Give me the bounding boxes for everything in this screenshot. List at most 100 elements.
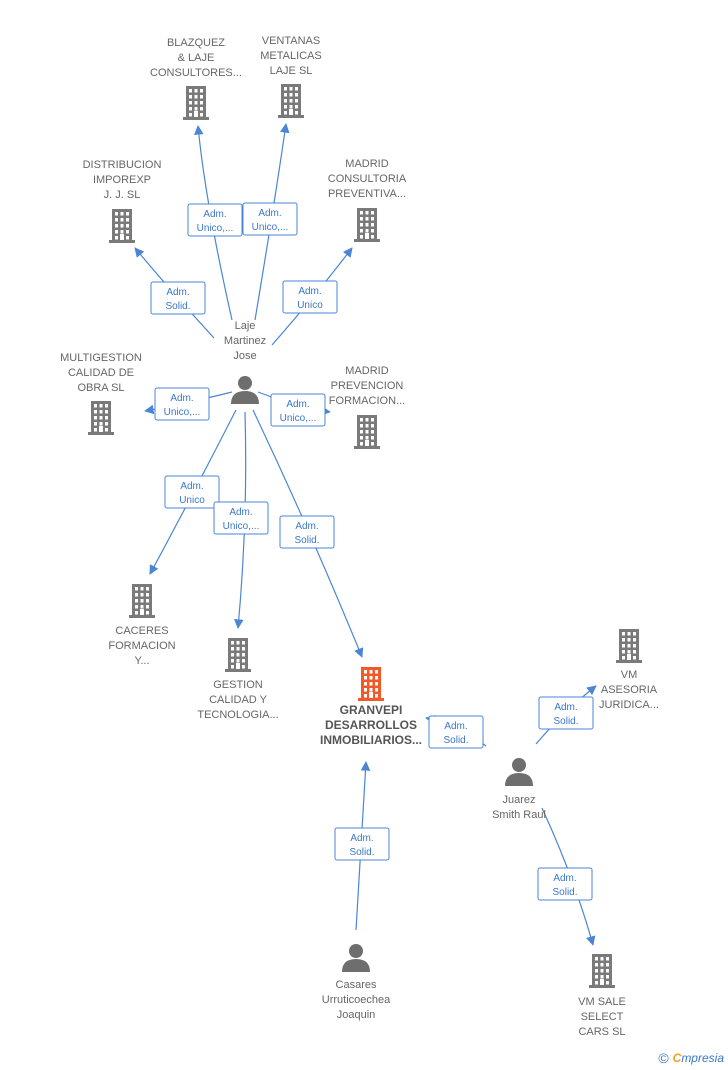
node-madrid_prevencion[interactable]: MADRIDPREVENCIONFORMACION... — [329, 365, 405, 449]
edge-label-box — [187, 203, 243, 237]
edge-label[interactable]: Adm. Solid. — [537, 867, 593, 901]
edge-label-text: Unico — [179, 495, 205, 506]
node-label: MADRID — [345, 365, 388, 377]
edge-label-text: Adm. — [295, 521, 318, 532]
edge-label-box — [279, 515, 335, 549]
node-label: & LAJE — [178, 52, 215, 64]
building-icon — [129, 584, 155, 618]
building-icon — [88, 401, 114, 435]
edge-label-box — [537, 867, 593, 901]
edge-label[interactable]: Adm. Unico,... — [213, 501, 269, 535]
edge-label-text: Adm. — [258, 208, 281, 219]
edge-label-box — [428, 715, 484, 749]
edge-label[interactable]: Adm.Solid. — [334, 827, 390, 861]
edge-label-box — [154, 387, 210, 421]
brand-name: mpresia — [681, 1051, 724, 1065]
node-label: Joaquin — [337, 1009, 376, 1021]
node-label: Smith Raul — [492, 809, 546, 821]
node-label: J. J. SL — [104, 189, 141, 201]
edge-label[interactable]: Adm.Unico,... — [270, 393, 326, 427]
edge-label-text: Solid. — [165, 301, 190, 312]
edge-label-box — [213, 501, 269, 535]
edge-label-text: Solid. — [294, 535, 319, 546]
copyright-icon: © — [658, 1050, 669, 1066]
edge-label-box — [282, 280, 338, 314]
edge-label[interactable]: Adm.Unico — [164, 475, 220, 509]
edge-label-text: Adm. — [554, 702, 577, 713]
node-label: CACERES — [115, 625, 168, 637]
building-icon — [183, 86, 209, 120]
edge-label-box — [334, 827, 390, 861]
edge-label[interactable]: Adm.Unico,... — [242, 202, 298, 236]
edge-label-text: Unico — [297, 300, 323, 311]
node-label: PREVENCION — [331, 380, 404, 392]
building-icon — [109, 209, 135, 243]
node-blazquez[interactable]: BLAZQUEZ& LAJECONSULTORES... — [150, 37, 242, 120]
node-label: CONSULTORIA — [328, 173, 407, 185]
edge-label-box — [270, 393, 326, 427]
edge-label-text: Solid. — [443, 735, 468, 746]
node-label: DESARROLLOS — [325, 718, 417, 732]
node-label: GESTION — [213, 679, 263, 691]
edge-label[interactable]: Adm.Solid. — [428, 715, 484, 749]
edge-label[interactable]: Adm.Unico — [282, 280, 338, 314]
node-label: Martinez — [224, 335, 266, 347]
node-granvepi[interactable]: GRANVEPIDESARROLLOSINMOBILIARIOS... — [320, 667, 422, 747]
edge-label-box — [538, 696, 594, 730]
brand-footer[interactable]: © Cmpresia — [658, 1050, 724, 1066]
edge-label-text: Unico,... — [197, 223, 234, 234]
edge-label-text: Adm. — [170, 393, 193, 404]
node-label: JURIDICA... — [599, 699, 659, 711]
edge-label[interactable]: Adm. Unico,... — [154, 387, 210, 421]
node-label: Urruticoechea — [322, 994, 391, 1006]
node-label: CARS SL — [578, 1026, 625, 1038]
person-icon — [231, 376, 259, 404]
node-label: Casares — [336, 979, 377, 991]
building-icon — [278, 84, 304, 118]
node-label: LAJE SL — [270, 65, 313, 77]
node-label: CALIDAD Y — [209, 694, 268, 706]
edge-label-box — [164, 475, 220, 509]
node-label: INMOBILIARIOS... — [320, 733, 422, 747]
building-icon — [358, 667, 384, 701]
edge-label[interactable]: Adm.Solid. — [538, 696, 594, 730]
edge-label-text: Unico,... — [223, 521, 260, 532]
node-caceres[interactable]: CACERES FORMACION Y... — [108, 584, 176, 667]
node-label: MULTIGESTION — [60, 352, 142, 364]
edge-label-text: Adm. — [203, 209, 226, 220]
node-label: Y... — [134, 655, 149, 667]
node-label: PREVENTIVA... — [328, 188, 406, 200]
edge-label-text: Solid. — [552, 887, 577, 898]
edge-label-text: Adm. — [553, 873, 576, 884]
node-madrid_consultoria[interactable]: MADRIDCONSULTORIAPREVENTIVA... — [328, 158, 407, 242]
building-icon — [589, 954, 615, 988]
node-label: VM — [621, 669, 638, 681]
edge-label[interactable]: Adm. Unico,... — [187, 203, 243, 237]
edge-label[interactable]: Adm. Solid. — [279, 515, 335, 549]
node-label: BLAZQUEZ — [167, 37, 225, 49]
node-label: Laje — [235, 320, 256, 332]
edge-label-text: Adm. — [229, 507, 252, 518]
node-label: GRANVEPI — [340, 703, 403, 717]
person-icon — [505, 758, 533, 786]
edge-label[interactable]: Adm.Solid. — [150, 281, 206, 315]
node-label: FORMACION — [108, 640, 175, 652]
node-vm_asesoria[interactable]: VMASESORIAJURIDICA... — [599, 629, 659, 711]
node-gestion[interactable]: GESTION CALIDAD Y TECNOLOGIA... — [197, 638, 279, 721]
node-label: DISTRIBUCION — [83, 159, 162, 171]
node-label: Juarez — [502, 794, 535, 806]
edge-label-text: Unico,... — [280, 413, 317, 424]
edge-label-box — [150, 281, 206, 315]
edge-label-text: Unico,... — [164, 407, 201, 418]
building-icon — [354, 415, 380, 449]
node-label: TECNOLOGIA... — [197, 709, 278, 721]
building-icon — [616, 629, 642, 663]
